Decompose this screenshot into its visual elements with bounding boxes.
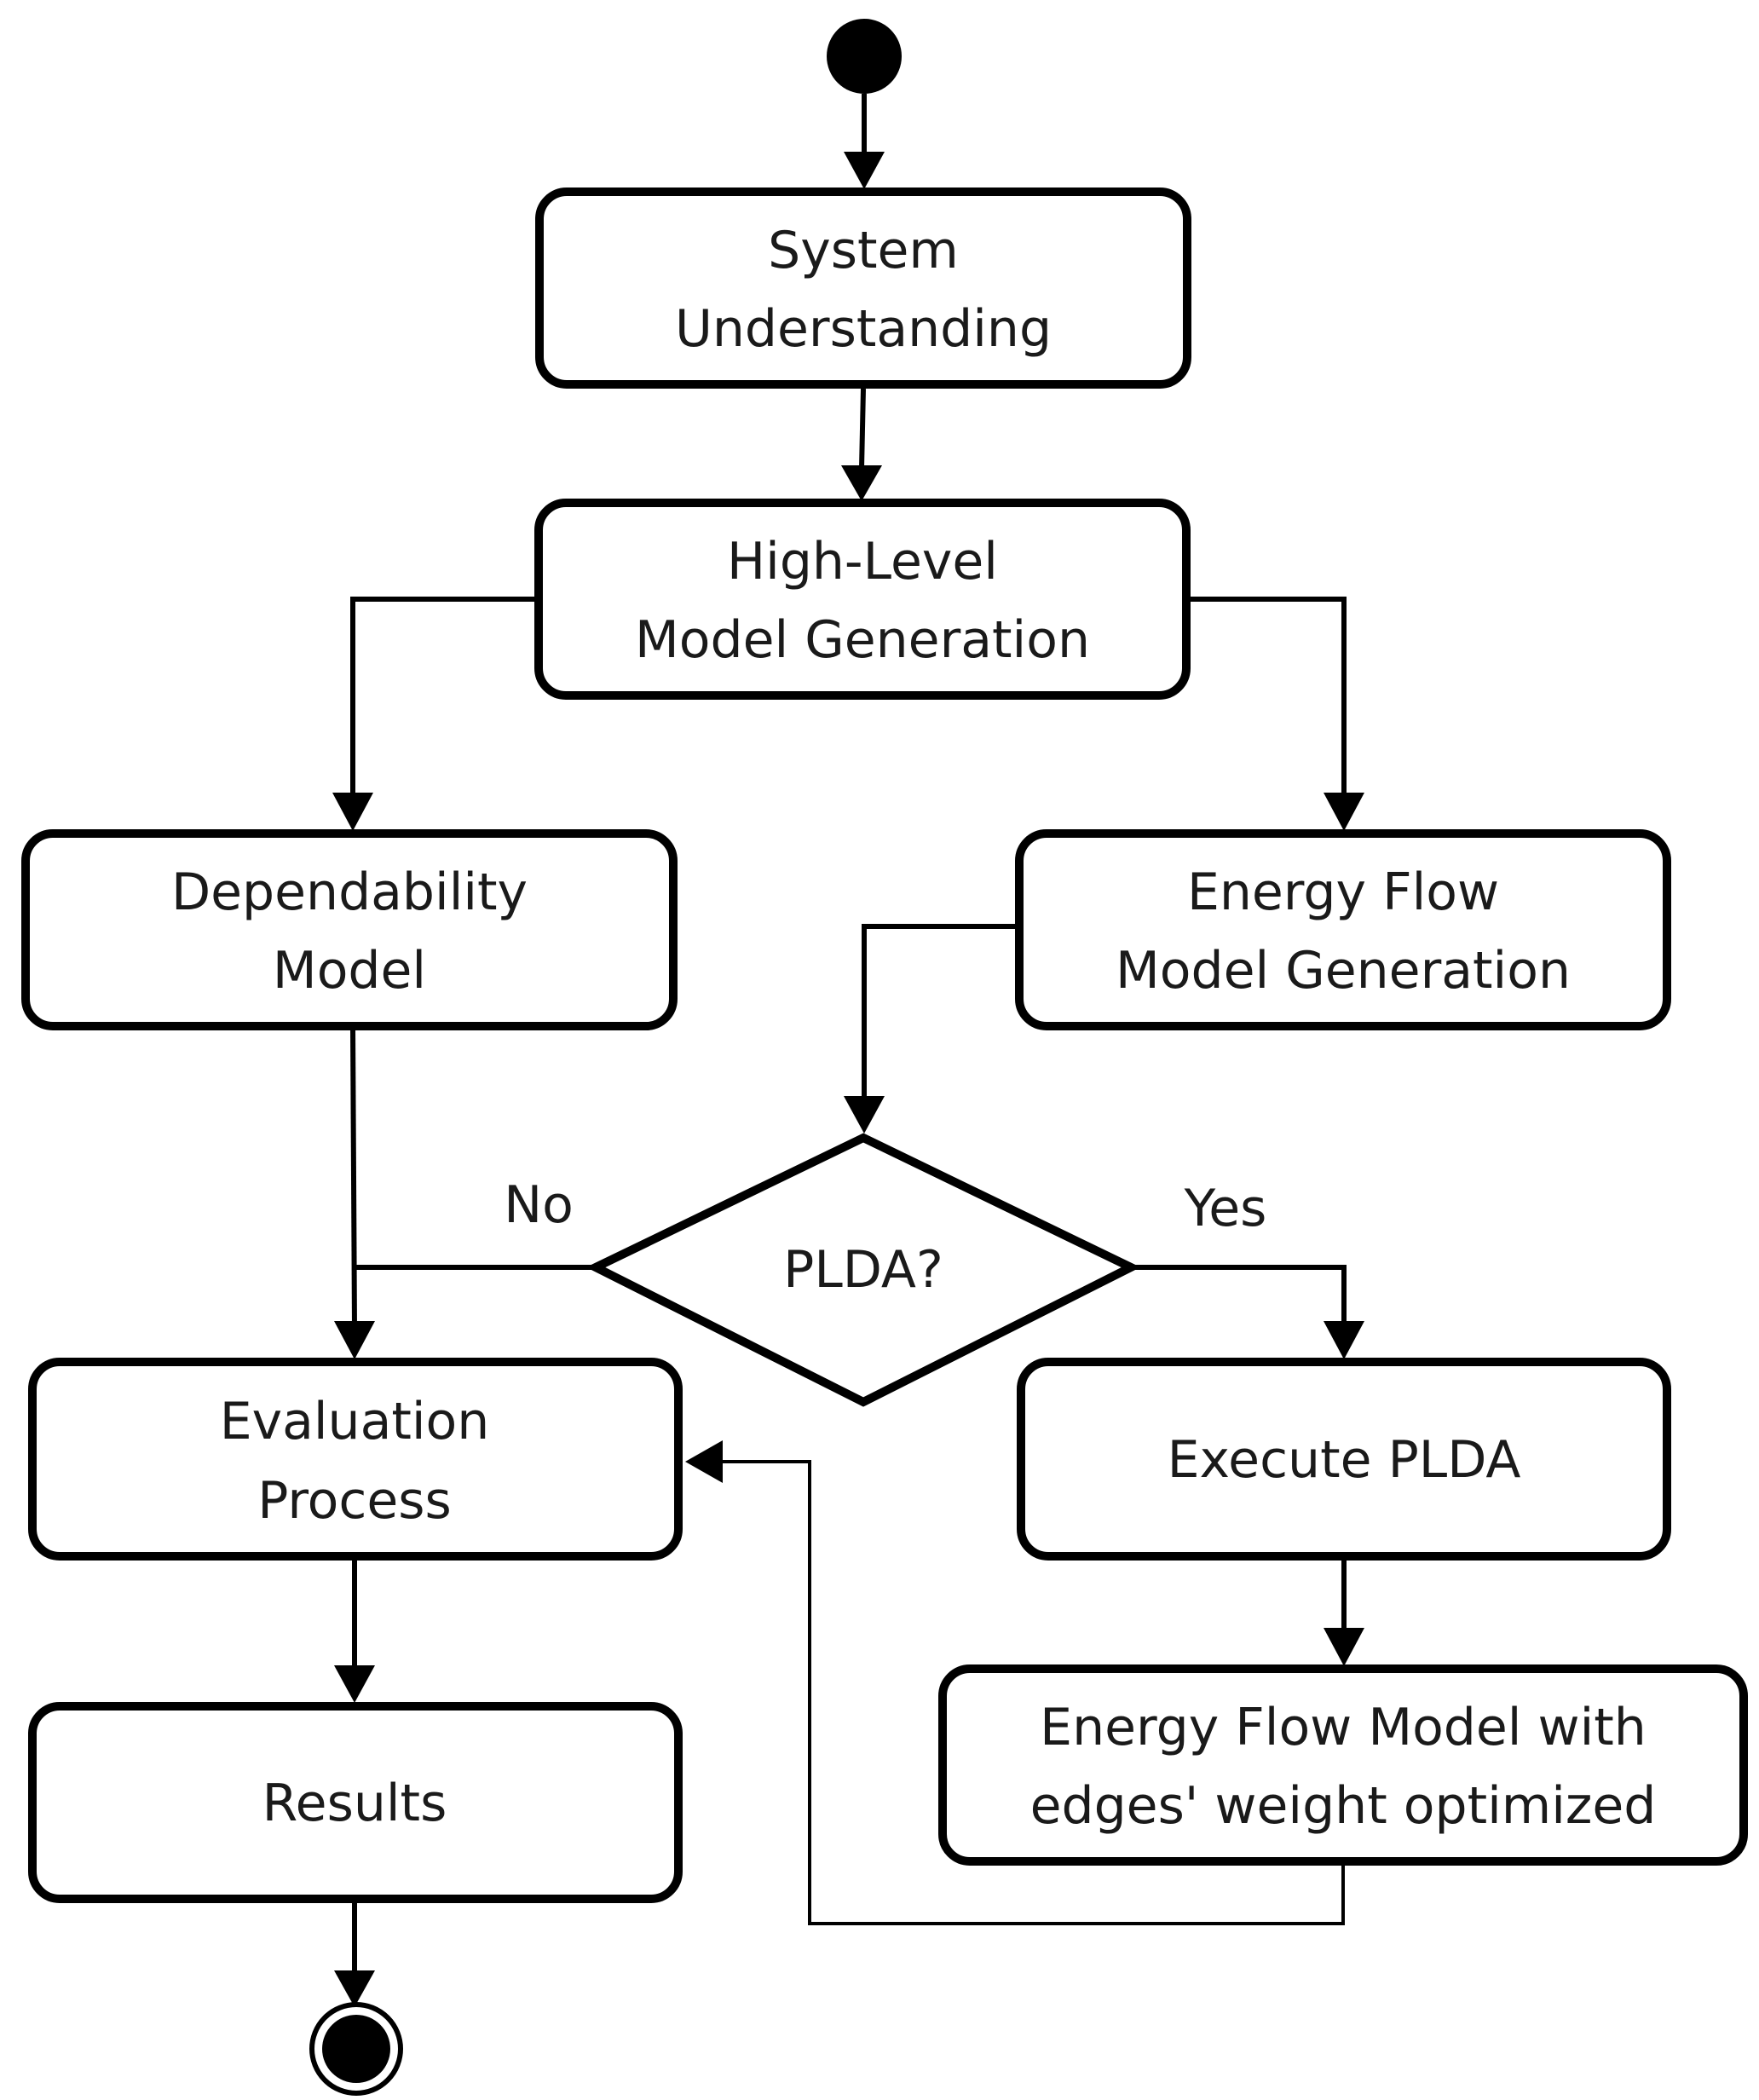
high-level-line1: High-Level xyxy=(727,532,998,591)
plda-decision-label: PLDA? xyxy=(783,1240,943,1300)
optimized-model-line1: Energy Flow Model with xyxy=(1040,1698,1647,1757)
evaluation-line1: Evaluation xyxy=(220,1392,490,1451)
edge-system-understanding-to-high-level xyxy=(841,388,882,501)
dependability-line2: Model xyxy=(273,941,426,1001)
results-label: Results xyxy=(262,1774,447,1833)
end-node xyxy=(309,2002,403,2096)
edge-execute-to-optimized xyxy=(1324,1560,1364,1666)
system-understanding-line1: System xyxy=(768,221,959,280)
node-evaluation-process: Evaluation Process xyxy=(28,1358,683,1561)
node-execute-plda: Execute PLDA xyxy=(1017,1358,1671,1561)
edge-evaluation-to-results xyxy=(334,1560,375,1703)
high-level-line2: Model Generation xyxy=(635,610,1090,670)
branch-label-no: No xyxy=(504,1175,574,1235)
decision-plda: PLDA? xyxy=(585,1133,1141,1407)
edge-high-level-to-energy-flow xyxy=(1186,597,1364,831)
system-understanding-line2: Understanding xyxy=(675,299,1052,359)
edge-plda-yes-to-execute xyxy=(1131,1265,1364,1359)
edge-high-level-to-dependability xyxy=(332,597,539,831)
node-optimized-energy-flow-model: Energy Flow Model with edges' weight opt… xyxy=(938,1664,1748,1866)
node-system-understanding: System Understanding xyxy=(535,188,1191,389)
node-high-level-model-generation: High-Level Model Generation xyxy=(534,499,1191,700)
node-energy-flow-model-generation: Energy Flow Model Generation xyxy=(1015,829,1671,1030)
dependability-line1: Dependability xyxy=(171,862,528,922)
edge-results-to-end xyxy=(334,1901,375,2007)
start-node xyxy=(827,19,902,94)
evaluation-line2: Process xyxy=(257,1471,452,1531)
energy-flow-line1: Energy Flow xyxy=(1187,862,1499,922)
edge-dependability-to-evaluation xyxy=(334,1025,375,1359)
edge-energy-flow-to-plda xyxy=(844,924,1019,1134)
edge-start-to-system-understanding xyxy=(844,94,885,189)
node-results: Results xyxy=(28,1702,683,1903)
branch-label-yes: Yes xyxy=(1184,1179,1267,1238)
optimized-model-line2: edges' weight optimized xyxy=(1030,1776,1657,1836)
node-dependability-model: Dependability Model xyxy=(21,829,678,1030)
edge-optimized-to-evaluation xyxy=(685,1440,1345,1925)
energy-flow-line2: Model Generation xyxy=(1116,941,1571,1001)
execute-plda-label: Execute PLDA xyxy=(1168,1430,1521,1490)
